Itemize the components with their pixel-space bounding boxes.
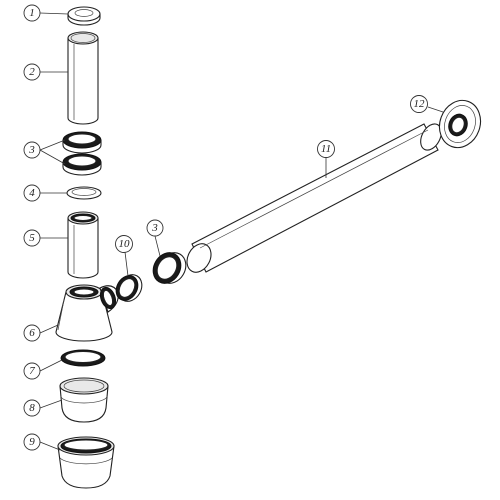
callout-7: 7	[23, 362, 41, 380]
svg-text:7: 7	[29, 365, 35, 377]
svg-text:3: 3	[28, 144, 35, 156]
part-2-tube	[67, 31, 99, 125]
callout-5: 5	[23, 229, 41, 247]
callout-9: 9	[23, 433, 41, 451]
svg-text:9: 9	[29, 436, 35, 448]
part-9-bottom-cup	[57, 436, 115, 489]
svg-text:12: 12	[414, 98, 426, 110]
callout-11: 11	[317, 140, 335, 158]
svg-text:8: 8	[29, 402, 35, 414]
part-11-pipe	[186, 123, 442, 273]
callout-6: 6	[23, 324, 41, 342]
svg-text:4: 4	[29, 187, 35, 199]
part-3-seal-ring-lower	[62, 153, 102, 176]
callout-3-side: 3	[146, 219, 164, 237]
part-12-flange	[438, 99, 482, 149]
part-3-seal-ring-upper	[62, 131, 102, 154]
callout-8: 8	[23, 399, 41, 417]
part-6-trap-body	[55, 284, 119, 342]
callout-10: 10	[115, 235, 133, 253]
part-7-gasket	[60, 349, 106, 367]
part-8-cup	[59, 377, 109, 423]
part-4-washer	[66, 186, 102, 200]
svg-text:3: 3	[151, 222, 158, 234]
leader-lines	[39, 12, 444, 451]
part-1-washer	[67, 6, 101, 26]
part-5-short-tube	[67, 211, 99, 279]
svg-text:2: 2	[29, 66, 35, 78]
part-3-seal-ring-side	[152, 252, 187, 284]
svg-text:10: 10	[119, 238, 131, 250]
callout-1: 1	[23, 4, 41, 22]
svg-text:11: 11	[321, 143, 331, 155]
callout-3-upper: 3	[23, 141, 41, 159]
svg-text:1: 1	[29, 7, 35, 19]
svg-text:6: 6	[29, 327, 35, 339]
callout-4: 4	[23, 184, 41, 202]
svg-text:5: 5	[29, 232, 35, 244]
part-10-ring	[115, 274, 143, 302]
callout-2: 2	[23, 63, 41, 81]
callout-12: 12	[410, 95, 428, 113]
